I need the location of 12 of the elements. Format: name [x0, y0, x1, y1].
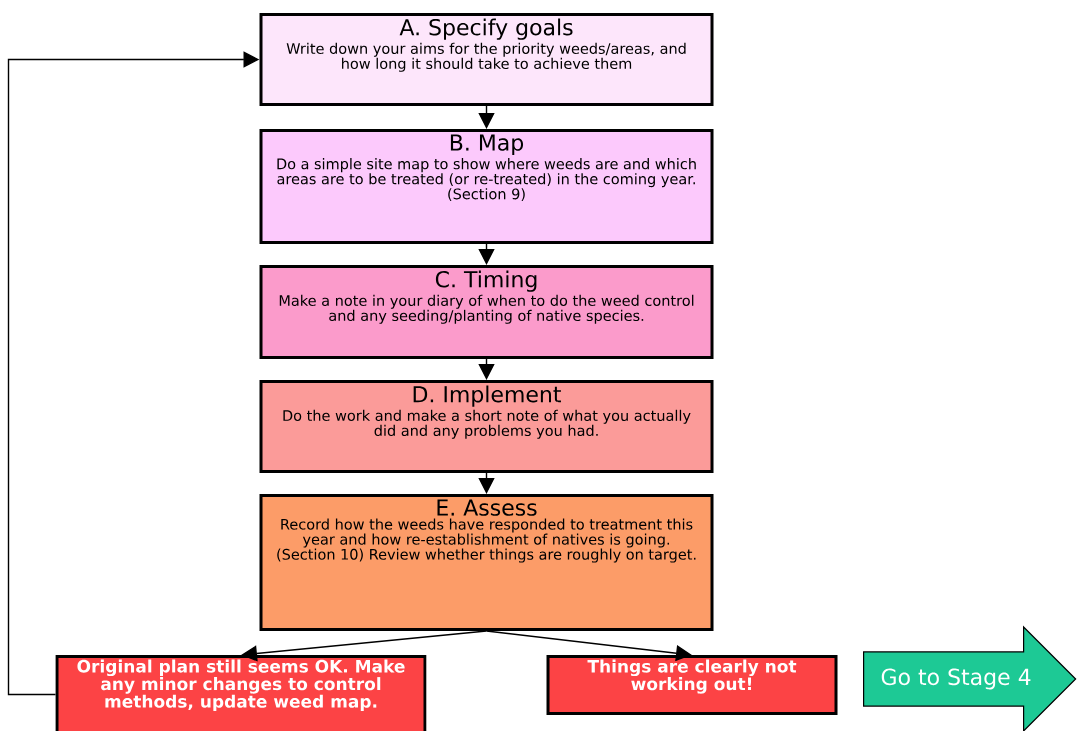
arrow: [241, 630, 488, 662]
process-box: E. Assess Record how the weeds have responded to treatment this year and how re-establishment of natives is going. (Section 10) Review whether things are roughly on target.: [259, 494, 714, 631]
arrow: [478, 358, 495, 380]
outcome-box: Original plan still seems OK. Make any minor changes to control methods, update weed map.: [55, 655, 427, 731]
process-box: D. Implement Do the work and make a short note of what you actually did and any problems you had.: [259, 380, 714, 473]
process-box: B. Map Do a simple site map to show where weeds are and which areas are to be treated (or re-treated) in the coming year. (Section 9): [259, 129, 714, 244]
arrow: [478, 105, 495, 129]
process-box: A. Specify goals Write down your aims for the priority weeds/areas, and how long it should take to achieve them: [259, 13, 714, 106]
process-box: C. Timing Make a note in your diary of when to do the weed control and any seeding/planting of native species.: [259, 265, 714, 359]
outcome-box: Things are clearly not working out!: [546, 655, 838, 715]
arrow: [478, 472, 495, 494]
arrow: [478, 243, 495, 265]
